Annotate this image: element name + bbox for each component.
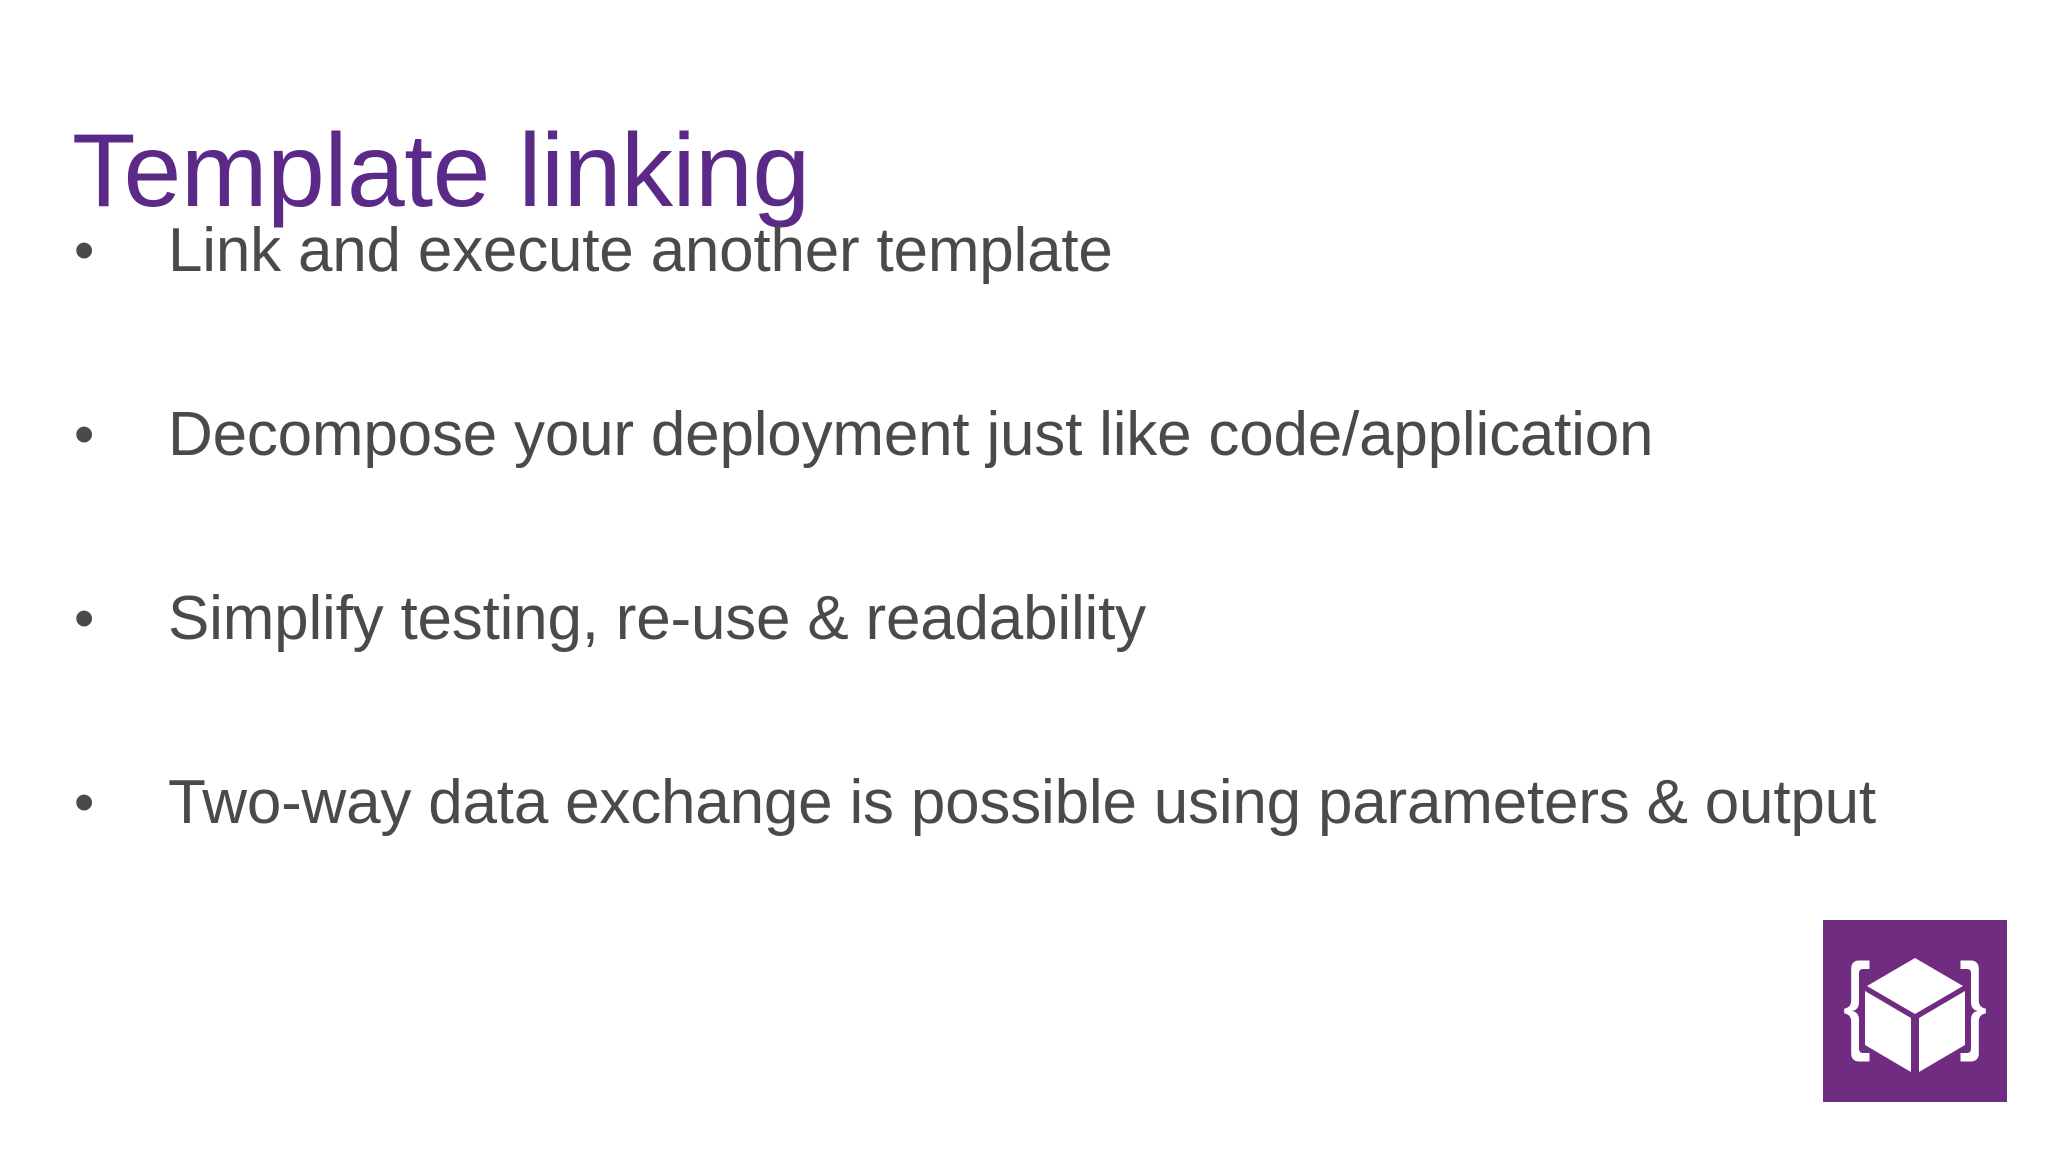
bullet-point-icon: • [74, 218, 95, 283]
list-item: • Link and execute another template [56, 208, 1986, 294]
bullet-text: Simplify testing, re-use & readability [168, 584, 1146, 653]
page-title: Template linking [72, 112, 810, 229]
list-item: • Two-way data exchange is possible usin… [56, 760, 1986, 846]
bullet-text: Link and execute another template [168, 216, 1113, 285]
bullet-text: Decompose your deployment just like code… [168, 400, 1654, 469]
list-item: • Decompose your deployment just like co… [56, 392, 1986, 478]
bullet-text: Two-way data exchange is possible using … [168, 768, 1876, 837]
list-item: • Simplify testing, re-use & readability [56, 576, 1986, 662]
bullet-list: • Link and execute another template • De… [56, 208, 1986, 846]
azure-resource-manager-template-icon [1823, 920, 2007, 1102]
bullet-point-icon: • [74, 586, 95, 651]
bullet-point-icon: • [74, 402, 95, 467]
bullet-point-icon: • [74, 770, 95, 835]
